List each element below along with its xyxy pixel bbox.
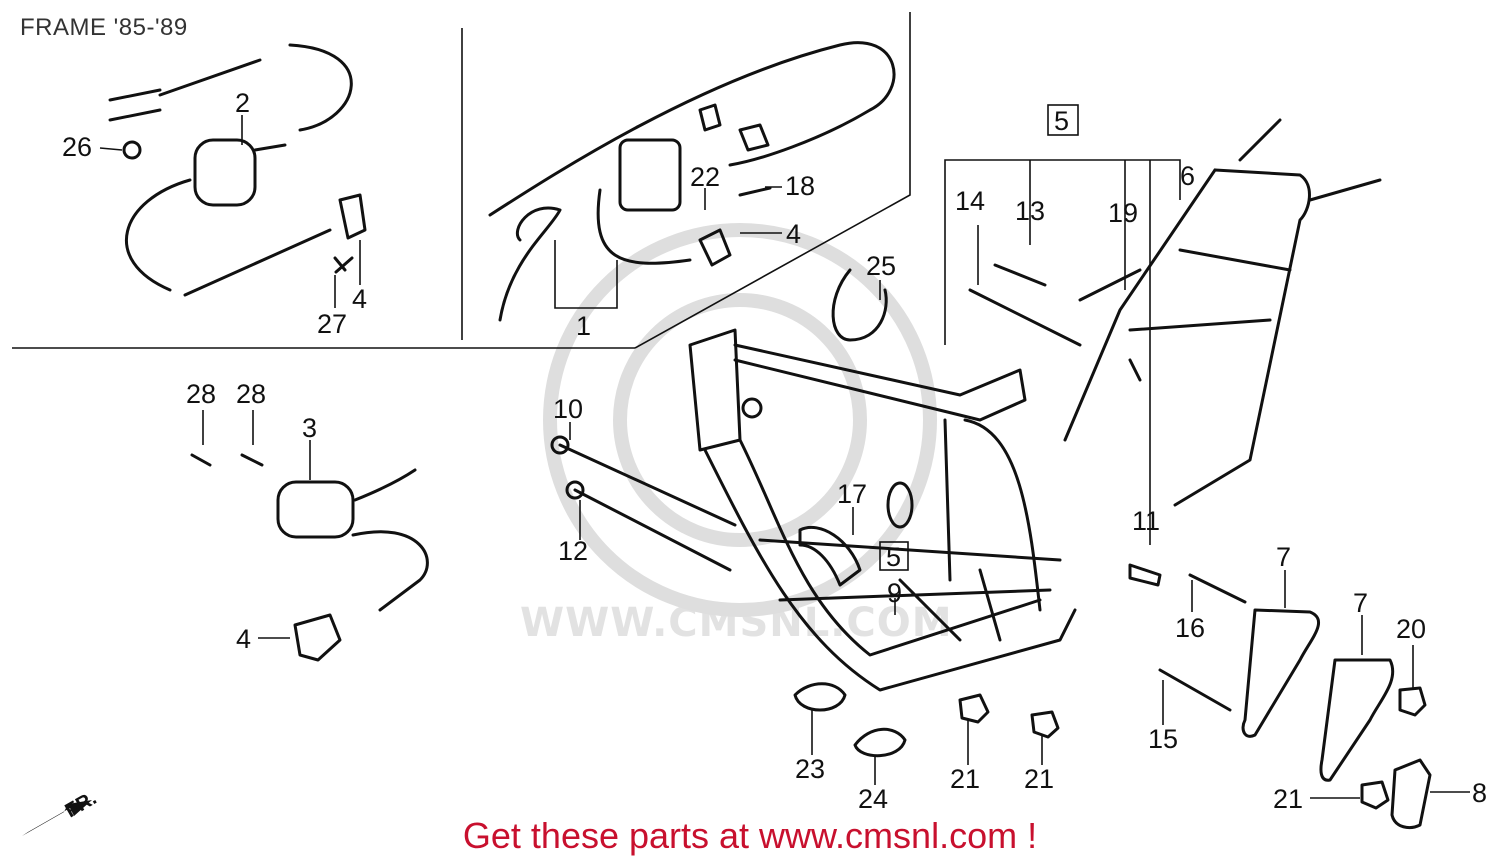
callout-7b: 7 xyxy=(1353,588,1368,618)
callout-28b: 28 xyxy=(236,379,266,409)
leader-lines xyxy=(99,115,1470,799)
callout-26: 26 xyxy=(62,132,92,162)
callout-23: 23 xyxy=(795,754,825,784)
callout-2: 2 xyxy=(235,88,250,118)
footer-link-text[interactable]: Get these parts at www.cmsnl.com ! xyxy=(462,815,1038,856)
callout-16: 16 xyxy=(1175,613,1205,643)
ignition-coil-upper xyxy=(108,43,367,297)
callout-21c: 21 xyxy=(1273,784,1303,814)
callout-4c: 4 xyxy=(236,624,251,654)
cdi-unit xyxy=(488,41,896,322)
sub-frame xyxy=(1063,118,1382,507)
callout-14: 14 xyxy=(955,186,985,216)
ref-box-lower xyxy=(879,541,909,571)
ref-box-upper xyxy=(1047,104,1079,136)
callout-24: 24 xyxy=(858,784,888,814)
callout-13: 13 xyxy=(1015,196,1045,226)
ignition-coil-lower xyxy=(190,453,429,662)
callout-18: 18 xyxy=(785,171,815,201)
watermark-logo xyxy=(543,223,937,617)
callout-20: 20 xyxy=(1396,614,1426,644)
callout-labels: 2 26 4 27 1 22 18 4 25 5 14 13 19 6 28 2… xyxy=(62,88,1487,814)
callout-22: 22 xyxy=(690,162,720,192)
callout-5b: 5 xyxy=(886,542,901,572)
subframe-bolts xyxy=(944,159,1181,545)
footpeg-brackets xyxy=(1241,608,1432,829)
callout-8: 8 xyxy=(1472,778,1487,808)
callout-15: 15 xyxy=(1148,724,1178,754)
callout-7a: 7 xyxy=(1276,542,1291,572)
callout-6: 6 xyxy=(1180,161,1195,191)
section-dividers xyxy=(12,12,911,349)
callout-12: 12 xyxy=(558,536,588,566)
callout-4a: 4 xyxy=(352,284,367,314)
frame-bolts xyxy=(550,435,737,572)
callout-5a: 5 xyxy=(1054,106,1069,136)
callout-9: 9 xyxy=(887,578,902,608)
callout-17: 17 xyxy=(837,479,867,509)
clamps-and-nuts xyxy=(793,682,1427,810)
rubber-band xyxy=(831,268,888,342)
callout-27: 27 xyxy=(317,309,347,339)
page-title: FRAME '85-'89 xyxy=(20,14,188,41)
callout-3: 3 xyxy=(302,413,317,443)
main-frame xyxy=(688,328,1077,692)
small-bolts xyxy=(1128,563,1247,712)
callout-11: 11 xyxy=(1132,506,1160,536)
callout-28a: 28 xyxy=(186,379,216,409)
callout-25: 25 xyxy=(866,251,896,281)
callout-4b: 4 xyxy=(786,219,801,249)
callout-21b: 21 xyxy=(1024,764,1054,794)
callout-21a: 21 xyxy=(950,764,980,794)
callout-19: 19 xyxy=(1108,198,1138,228)
callout-10: 10 xyxy=(553,394,583,424)
callout-1: 1 xyxy=(576,311,591,341)
